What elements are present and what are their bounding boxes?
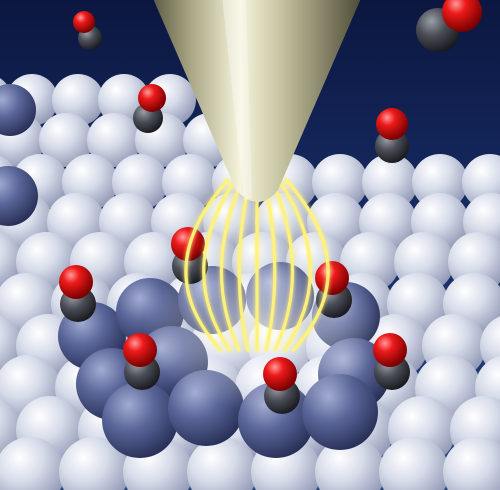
metal-surface-atom	[379, 437, 449, 490]
oxygen-atom-icon	[442, 0, 482, 32]
electric-field-line	[262, 178, 277, 352]
oxygen-atom-icon	[123, 333, 157, 367]
oxygen-atom-icon	[59, 265, 93, 299]
electric-field-line	[184, 178, 230, 352]
carbon-monoxide-molecule	[416, 0, 482, 52]
oxygen-atom-icon	[376, 108, 408, 140]
metal-surface-atom	[87, 113, 141, 167]
carbon-monoxide-molecule	[375, 108, 409, 163]
metal-surface-atom	[412, 154, 468, 210]
electric-field-line	[219, 178, 245, 352]
stm-tip-icon	[153, 0, 361, 202]
oxygen-atom-icon	[73, 11, 95, 33]
carbon-monoxide-molecule	[73, 11, 102, 50]
metal-surface-atom	[0, 84, 36, 136]
tip-highlight	[222, 0, 252, 200]
metal-surface-atom	[0, 166, 38, 226]
carbon-monoxide-molecule	[171, 227, 208, 284]
metal-surface-atom	[0, 437, 65, 490]
electric-field-line	[202, 178, 237, 352]
metal-surface-atom	[59, 437, 129, 490]
oxygen-atom-icon	[315, 261, 349, 295]
floating-molecules	[73, 0, 482, 163]
carbon-monoxide-molecule	[123, 333, 160, 390]
adsorbed-molecules	[59, 84, 410, 414]
metal-surface-atom	[52, 74, 104, 126]
metal-surface-atom	[443, 437, 500, 490]
carbon-monoxide-molecule	[373, 333, 410, 390]
electric-field-line	[269, 178, 295, 352]
carbon-monoxide-molecule	[263, 357, 300, 414]
oxygen-atom-icon	[263, 357, 297, 391]
metal-surface-atom	[39, 113, 93, 167]
oxygen-atom-icon	[138, 84, 166, 112]
electric-field-line	[237, 178, 252, 352]
electric-field-line	[284, 178, 330, 352]
island-atom	[102, 382, 178, 458]
electric-field-line	[277, 178, 312, 352]
metal-surface-atom	[315, 437, 385, 490]
carbon-monoxide-molecule	[133, 84, 166, 133]
oxygen-atom-icon	[373, 333, 407, 367]
carbon-monoxide-molecule	[59, 265, 96, 322]
metal-surface-atom	[187, 437, 257, 490]
oxygen-atom-icon	[171, 227, 205, 261]
